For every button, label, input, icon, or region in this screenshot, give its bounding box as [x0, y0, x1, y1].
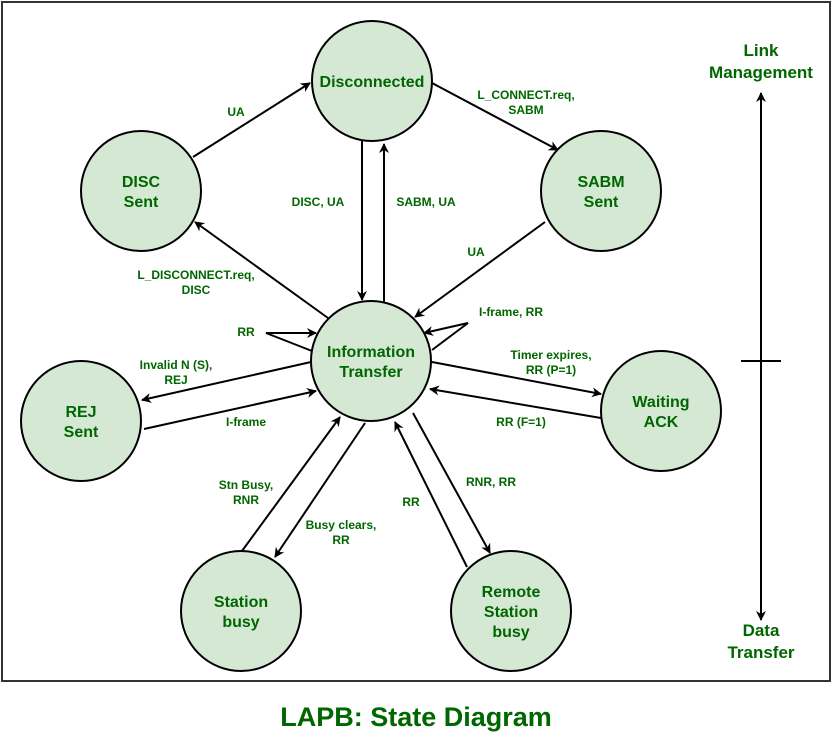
state-label: Remote: [482, 584, 541, 601]
label-rr-loop: RR: [237, 325, 255, 339]
label-invalid-ns: Invalid N (S),: [140, 358, 213, 372]
state-label: ACK: [644, 414, 679, 431]
label-stn-busy: RNR: [233, 493, 259, 507]
state-label: Disconnected: [320, 74, 425, 91]
state-label: busy: [492, 624, 529, 641]
state-label: busy: [222, 614, 259, 631]
label-ldisconnect: L_DISCONNECT.req,: [137, 268, 254, 282]
state-label: Sent: [584, 194, 619, 211]
state-waiting-ack: Waiting ACK: [600, 350, 722, 472]
edge-info-selfloop-rr: [265, 328, 317, 352]
label-timer-expires: RR (P=1): [526, 363, 576, 377]
label-ua-sabm: UA: [467, 245, 485, 259]
axis-top-label-line2: Management: [709, 63, 813, 82]
state-disc-sent: DISC Sent: [80, 130, 202, 252]
label-busy-clears: RR: [332, 533, 350, 547]
state-label: Sent: [64, 424, 99, 441]
edge-info-to-stationbusy: [274, 422, 366, 558]
diagram-title: LAPB: State Diagram: [280, 702, 552, 732]
state-label: DISC: [122, 174, 161, 191]
edges: [141, 82, 602, 568]
state-label: Sent: [124, 194, 159, 211]
axis-bottom-label-line1: Data: [743, 621, 780, 640]
label-rnr-rr: RNR, RR: [466, 475, 516, 489]
label-stn-busy: Stn Busy,: [219, 478, 273, 492]
label-ua-disc: UA: [227, 105, 245, 119]
edge-info-to-discsent: [194, 221, 329, 319]
label-disc-ua: DISC, UA: [292, 195, 345, 209]
edge-info-to-remotebusy: [412, 412, 491, 554]
state-remote-station-busy: Remote Station busy: [450, 550, 572, 672]
state-label: REJ: [65, 404, 96, 421]
edge-info-to-rejsent: [141, 361, 312, 403]
label-lconnect: SABM: [508, 103, 543, 117]
edge-disconnected-to-sabmsent: [431, 82, 559, 151]
label-rr-f1: RR (F=1): [496, 415, 546, 429]
label-busy-clears: Busy clears,: [306, 518, 377, 532]
edge-discsent-to-disconnected: [192, 82, 311, 158]
edge-info-to-waitingack: [431, 361, 602, 398]
label-rr-remote: RR: [402, 495, 420, 509]
edge-waitingack-to-info: [429, 385, 602, 419]
label-iframe-rr-loop: I-frame, RR: [479, 305, 543, 319]
state-label: SABM: [577, 174, 624, 191]
label-ldisconnect: DISC: [182, 283, 211, 297]
axis-bottom-label-line2: Transfer: [727, 643, 794, 662]
state-label: Transfer: [339, 364, 402, 381]
state-rej-sent: REJ Sent: [20, 360, 142, 482]
edge-stationbusy-to-info: [241, 416, 341, 552]
state-information-transfer: Information Transfer: [310, 300, 432, 422]
state-label: Waiting: [632, 394, 689, 411]
edge-rejsent-to-info: [143, 388, 317, 430]
label-timer-expires: Timer expires,: [510, 348, 591, 362]
state-label: Station: [484, 604, 538, 621]
edge-remotebusy-to-info: [394, 421, 468, 568]
axis-top-label-line1: Link: [744, 41, 779, 60]
label-sabm-ua: SABM, UA: [396, 195, 456, 209]
label-invalid-ns: REJ: [164, 373, 187, 387]
state-label: Station: [214, 594, 268, 611]
label-lconnect: L_CONNECT.req,: [477, 88, 574, 102]
label-iframe: I-frame: [226, 415, 266, 429]
state-station-busy: Station busy: [180, 550, 302, 672]
state-label: Information: [327, 344, 415, 361]
transition-labels: UA L_CONNECT.req, SABM DISC, UA SABM, UA…: [137, 88, 591, 547]
edge-info-selfloop-iframe: [423, 322, 469, 351]
state-disconnected: Disconnected: [311, 20, 433, 142]
edge-sabmsent-to-info: [414, 221, 546, 318]
link-data-axis: Link Management Data Transfer: [709, 41, 813, 662]
state-sabm-sent: SABM Sent: [540, 130, 662, 252]
